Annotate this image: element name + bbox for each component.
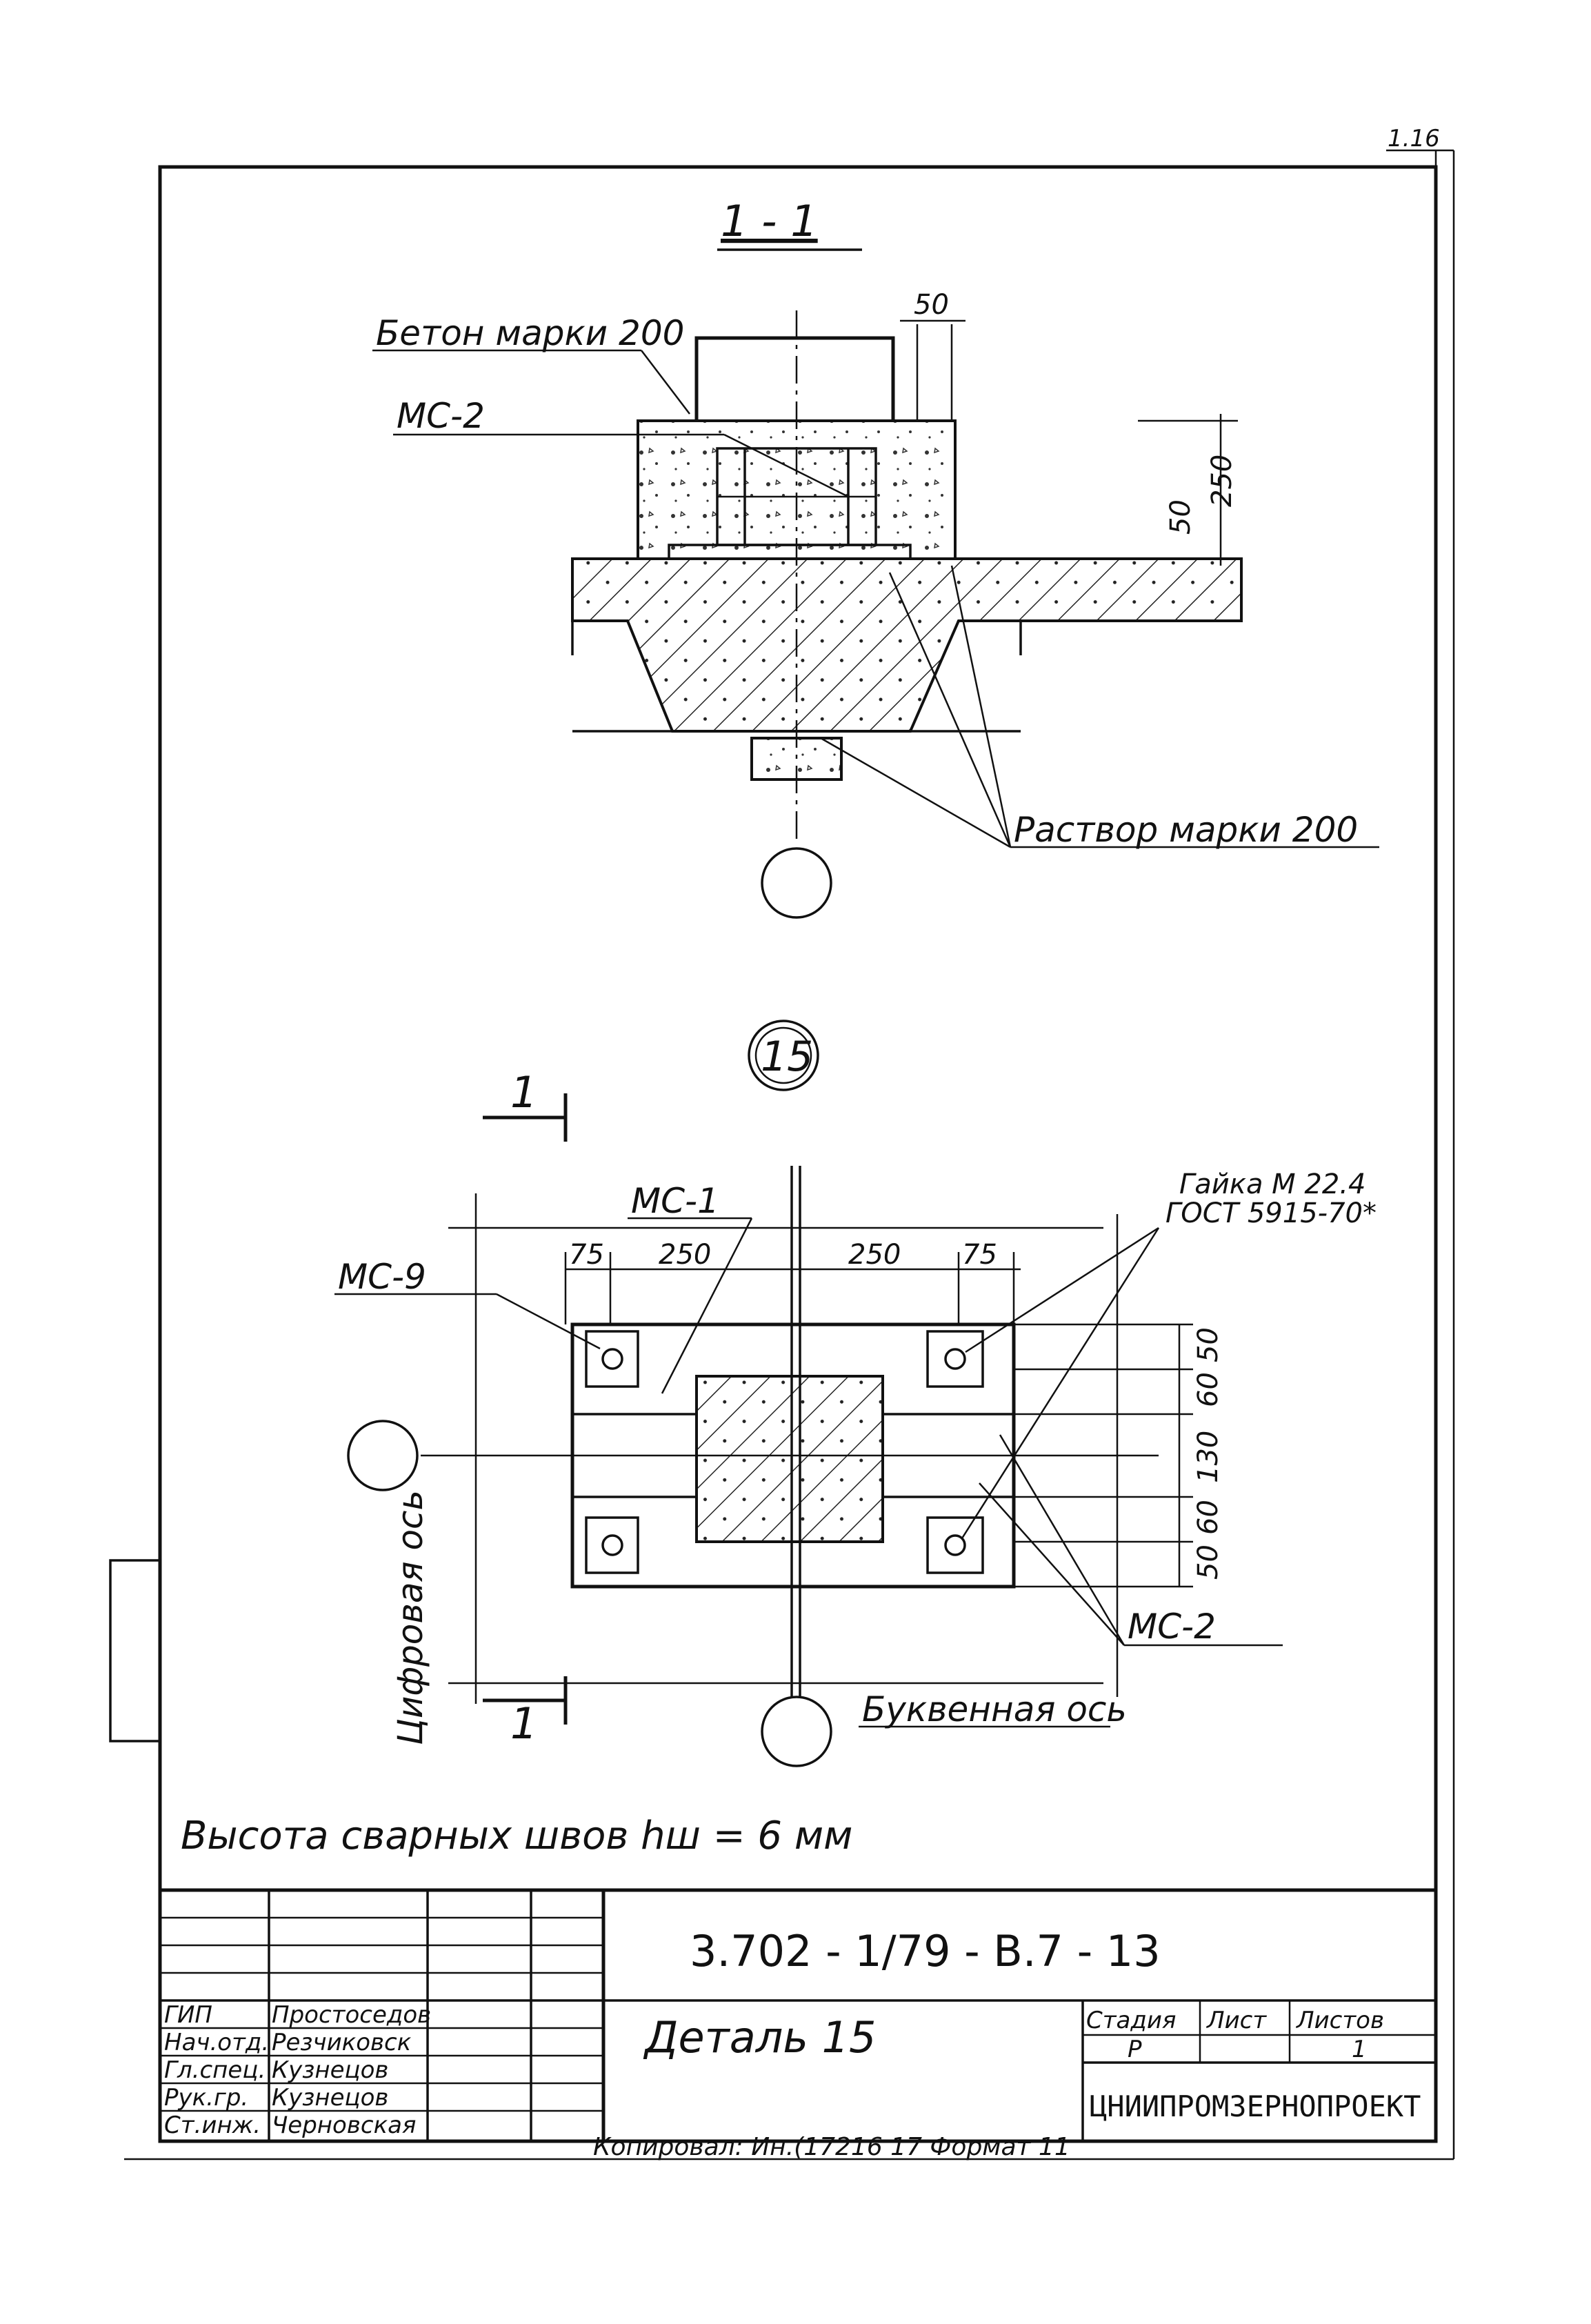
name-3: Кузнецов — [272, 2056, 388, 2084]
sheet-frame — [109, 149, 1455, 2159]
dim-right-3: 130 — [1192, 1431, 1224, 1483]
stage-value: Р — [1128, 2036, 1142, 2063]
dim-right-2: 60 — [1192, 1372, 1224, 1407]
name-4: Кузнецов — [272, 2084, 388, 2112]
title-block: ГИП Нач.отд. Гл.спец. Рук.гр. Ст.инж. Пр… — [160, 1888, 1436, 2141]
label-nut-line2: ГОСТ 5915-70* — [1165, 1198, 1377, 1229]
name-2: Резчиковск — [272, 2029, 412, 2056]
dim-250: 250 — [1206, 455, 1238, 507]
section-mark-top: 1 — [510, 1067, 537, 1118]
dim-50-side: 50 — [1165, 499, 1197, 535]
role-3: Гл.спец. — [164, 2056, 266, 2084]
role-4: Рук.гр. — [164, 2084, 248, 2112]
detail-number-circle — [748, 1020, 819, 1091]
concrete-encasement — [637, 419, 957, 560]
organization: ЦНИИПРОМЗЕРНОПРОЕКТ — [1090, 2089, 1421, 2123]
letter-axis-bubble — [761, 1696, 832, 1767]
name-1: Простоседов — [272, 2001, 431, 2029]
label-mc2-section: МС-2 — [397, 396, 485, 436]
footer-line: Копировал: Ин.(17216 17 Формат 11 — [593, 2133, 1070, 2161]
dim-top-2: 250 — [659, 1239, 711, 1271]
sheets-value: 1 — [1352, 2036, 1367, 2063]
sheet-header: Лист — [1205, 2007, 1267, 2034]
drawing-code: 3.702 - 1/79 - В.7 - 13 — [690, 1926, 1161, 1976]
section-mark-bottom: 1 — [510, 1698, 537, 1749]
bolt-plates — [585, 1330, 984, 1574]
dim-top-4: 75 — [962, 1239, 997, 1271]
label-mc9: МС-9 — [338, 1257, 426, 1297]
stage-header: Стадия — [1086, 2007, 1176, 2034]
role-1: ГИП — [164, 2001, 212, 2029]
label-mortar: Раствор марки 200 — [1014, 810, 1358, 850]
axis-bubble — [761, 847, 832, 919]
slab-section — [571, 557, 1243, 733]
detail-15-plan: 15 1 1 — [334, 1020, 1377, 1767]
role-2: Нач.отд. — [164, 2029, 269, 2056]
dim-right-4: 60 — [1192, 1500, 1224, 1535]
label-letter-axis: Буквенная ось — [862, 1689, 1127, 1729]
role-5: Ст.инж. — [164, 2112, 261, 2139]
section-1-1: 1 - 1 50 250 50 Бетон марки 200 — [372, 196, 1379, 919]
label-nut-line1: Гайка М 22.4 — [1179, 1169, 1365, 1200]
detail-number: 15 — [761, 1033, 813, 1081]
binding-tab — [109, 1559, 161, 1742]
dim-top-1: 75 — [569, 1239, 604, 1271]
sheets-header: Листов — [1295, 2007, 1384, 2034]
name-5: Черновская — [272, 2112, 416, 2139]
dim-50-top: 50 — [914, 289, 949, 321]
dim-right-5: 50 — [1192, 1545, 1224, 1580]
dim-right-1: 50 — [1192, 1327, 1224, 1362]
column-plan — [695, 1375, 884, 1543]
digital-axis-bubble — [347, 1420, 419, 1491]
label-concrete: Бетон марки 200 — [376, 313, 685, 353]
page-number: 1.16 — [1388, 125, 1440, 152]
label-mc2-plan: МС-2 — [1128, 1607, 1216, 1647]
label-digital-axis: Цифровая ось — [390, 1490, 430, 1745]
section-title: 1 - 1 — [721, 196, 818, 246]
dim-top-3: 250 — [848, 1239, 901, 1271]
weld-height-note: Высота сварных швов hш = 6 мм — [181, 1814, 852, 1858]
label-mc1: МС-1 — [631, 1181, 719, 1221]
drawing-title: Деталь 15 — [643, 2012, 876, 2063]
